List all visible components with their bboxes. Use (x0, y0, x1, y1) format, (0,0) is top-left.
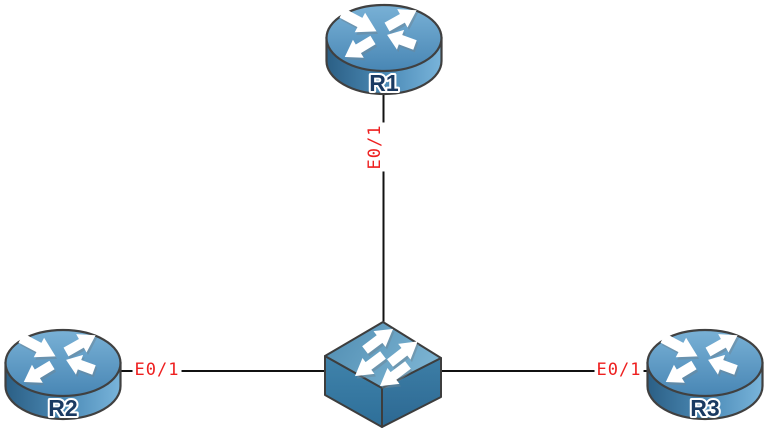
node-r2[interactable]: R2 (2, 327, 124, 423)
interface-label-r1-e01: E0/1 (365, 122, 386, 172)
node-r1[interactable]: R1 (323, 2, 445, 98)
node-r3[interactable]: R3 (644, 327, 766, 423)
node-switch[interactable] (321, 317, 445, 433)
interface-label-r3-e01: E0/1 (594, 360, 644, 381)
router-icon: R3 (646, 327, 764, 423)
node-label: R2 (48, 395, 77, 421)
switch-icon (324, 320, 442, 428)
router-icon: R1 (325, 2, 443, 98)
node-label: R1 (369, 70, 399, 96)
interface-label-r2-e01: E0/1 (132, 360, 182, 381)
node-label: R3 (690, 395, 719, 421)
router-icon: R2 (4, 327, 122, 423)
